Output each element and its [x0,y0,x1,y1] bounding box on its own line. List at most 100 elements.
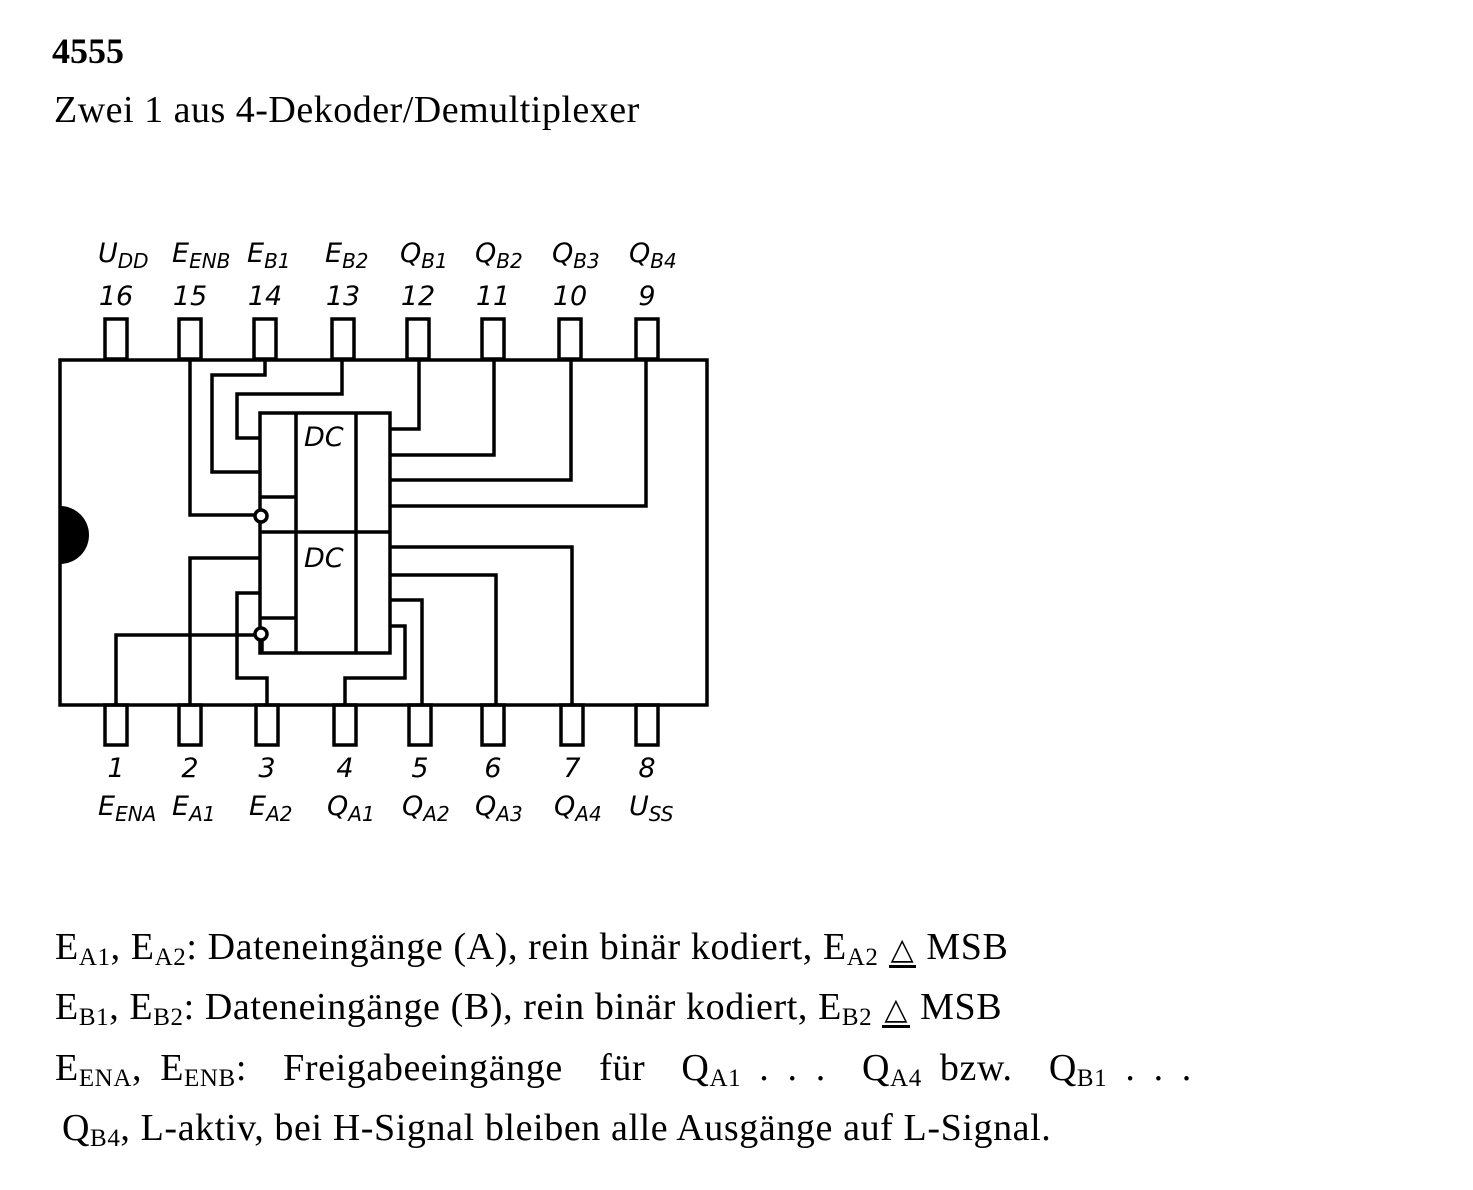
inverter-bubble-top [253,508,269,524]
pin-label-subscript: A1 [187,802,215,826]
pin-label-13: EB2 [325,238,369,273]
pin-label-letter: E [247,238,264,269]
inverter-bubble-bottom [253,626,269,642]
pin-number-12: 12 [401,281,435,312]
pin-label-subscript: A2 [264,802,292,826]
pin-number-11: 11 [476,281,510,312]
pin-label-subscript: SS [649,802,674,826]
wire-pin7 [390,545,574,705]
pin-label-letter: U [629,791,649,822]
subscript: B1 [78,1004,110,1031]
pin-label-subscript: B3 [573,249,599,273]
wire-pin15 [188,360,254,517]
pin-13 [330,317,356,361]
pin-label-subscript: ENA [115,802,156,826]
pin-7 [559,703,585,747]
text-segment: E [55,926,79,968]
pin-number-14: 14 [248,281,282,312]
ic-description-subtitle: Zwei 1 aus 4-Dekoder/Demultiplexer [54,89,640,131]
pin-label-8: USS [629,791,674,826]
pin-label-11: QB2 [475,238,523,273]
pin-label-subscript: B2 [342,249,368,273]
pin-label-subscript: B1 [264,249,290,273]
pin-label-15: EENB [172,238,230,273]
pin-label-subscript: A4 [573,802,601,826]
pin-number-8: 8 [638,753,655,784]
pin-label-subscript: B4 [650,249,676,273]
text-segment [879,926,889,968]
subscript: A2 [846,944,879,971]
pin-label-10: QB3 [552,238,600,273]
pin-label-letter: E [172,791,189,822]
pin-label-16: UDD [98,238,149,273]
text-segment [872,986,882,1028]
subscript: ENB [184,1065,236,1092]
pin-14 [252,317,278,361]
wire-pin4 [343,624,407,705]
pin-number-16: 16 [99,281,133,312]
pin-9 [634,317,660,361]
pin-label-9: QB4 [629,238,677,273]
pin-label-letter: Q [554,791,575,822]
description-line-4: QB4, L-aktiv, bei H-Signal bleiben alle … [62,1106,1051,1151]
pin-label-7: QA4 [554,791,602,826]
wire-pin10 [390,360,573,482]
text-segment: E [55,1047,79,1089]
subscript: A1 [78,944,111,971]
pin-label-subscript: B1 [421,249,447,273]
pin-number-7: 7 [563,753,580,784]
pin-label-letter: Q [327,791,348,822]
subscript: A4 [890,1065,922,1092]
pin-label-4: QA1 [327,791,375,826]
pin-number-5: 5 [411,753,428,784]
pin-label-letter: Q [475,791,496,822]
wire-pin2 [188,556,260,705]
pin-4 [332,703,358,747]
pin-label-14: EB1 [247,238,291,273]
text-segment: MSB [916,926,1009,968]
text-segment: , E [132,1047,185,1089]
text-segment: bzw. Q [921,1047,1077,1089]
text-segment: . . . Q [741,1047,891,1089]
pin-label-letter: E [172,238,189,269]
pin-2 [177,703,203,747]
corresponds-symbol: △ [882,992,911,1028]
pin-5 [407,703,433,747]
decoder-label-top: DC [304,422,344,453]
pin-label-letter: Q [400,238,421,269]
corresponds-symbol: △ [888,932,917,968]
pin-label-letter: E [325,238,342,269]
pin-label-letter: Q [552,238,573,269]
pin-12 [405,317,431,361]
pin-label-subscript: A1 [346,802,374,826]
subscript: A2 [154,944,187,971]
ic-number-title: 4555 [52,31,124,71]
pin-label-letter: U [98,238,118,269]
subscript: B1 [1076,1065,1108,1092]
description-line-3: EENA, EENB: Freigabeeingänge für QA1 . .… [55,1046,1192,1092]
wire-pin13 [235,360,344,440]
text-segment: : Dateneingänge (A), rein binär kodiert,… [186,926,847,968]
pin-3 [254,703,280,747]
wire-pin12 [390,360,421,431]
pin-label-subscript: ENB [189,249,230,273]
pin-number-10: 10 [553,281,587,312]
pin-label-2: EA1 [172,791,215,826]
pin-1 [103,703,129,747]
pin-6 [480,703,506,747]
pin-8 [634,703,660,747]
decoder-label-bottom: DC [304,543,344,574]
text-segment: , E [109,986,154,1028]
pin-number-2: 2 [181,753,198,784]
pin-number-1: 1 [107,753,124,784]
subscript: B2 [841,1004,873,1031]
wire-pin14 [210,360,267,474]
text-segment: , E [110,926,155,968]
wire-pin6 [390,573,498,705]
pin-label-6: QA3 [475,791,523,826]
pin-number-6: 6 [484,753,501,784]
pin-label-letter: Q [402,791,423,822]
pin-label-5: QA2 [402,791,450,826]
pin-label-1: EENA [98,791,156,826]
